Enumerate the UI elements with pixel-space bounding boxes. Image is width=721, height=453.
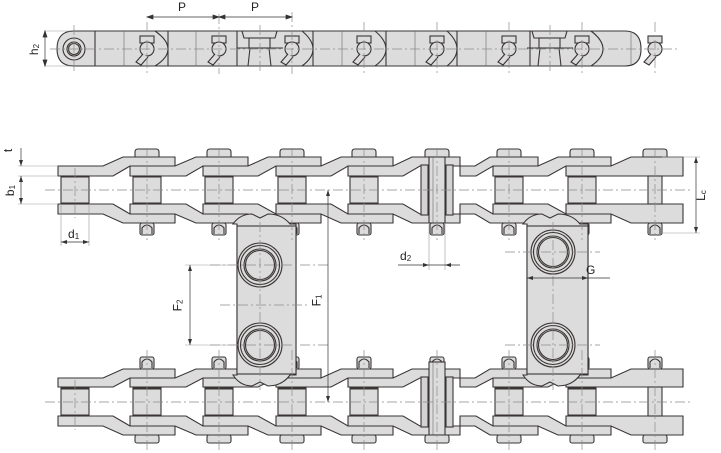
attachment-socket-2 [527, 30, 573, 67]
dimension-lines [18, 148, 700, 402]
plan-view-top-strand [57, 148, 684, 236]
plan-view-bottom-strand [57, 356, 684, 444]
side-view [42, 12, 680, 74]
attachment-socket-1 [237, 30, 283, 67]
attachment-bar-left [231, 213, 297, 387]
attachment-bar-right [521, 213, 589, 387]
